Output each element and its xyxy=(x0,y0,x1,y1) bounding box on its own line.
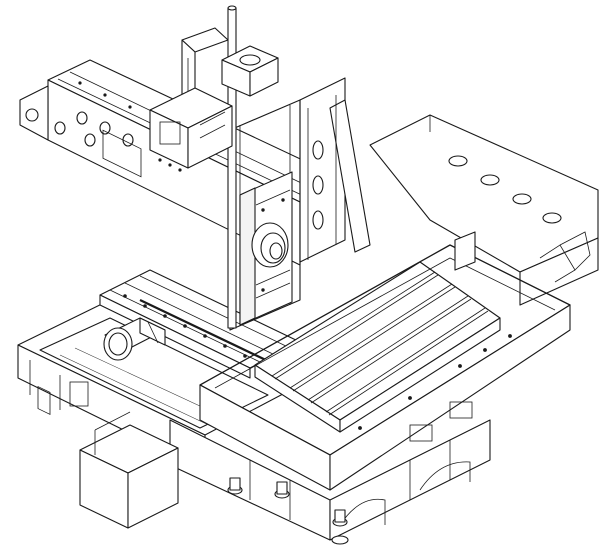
column-upright-holes xyxy=(312,140,324,230)
spindle-head xyxy=(239,171,293,326)
bed-right-top xyxy=(369,114,599,273)
z-axis-carriage xyxy=(149,87,233,172)
leveling-foot xyxy=(227,477,243,495)
coolant-box xyxy=(79,411,179,529)
ball-screw-motor-left xyxy=(103,317,166,361)
leveling-feet xyxy=(227,477,349,545)
chip-tray xyxy=(199,231,571,491)
table-side xyxy=(339,317,501,433)
table-t-slots xyxy=(271,271,489,416)
x-axis-slide xyxy=(99,269,301,379)
column-beam-holes xyxy=(54,111,134,147)
chip-tray-right-wall xyxy=(329,304,571,491)
leveling-foot xyxy=(274,481,290,499)
bed-right-holes xyxy=(448,155,562,224)
z-axis-screw xyxy=(227,5,237,329)
bed-right-front xyxy=(519,237,599,306)
leveling-foot xyxy=(331,509,349,545)
t-slot-worktable xyxy=(254,261,501,433)
